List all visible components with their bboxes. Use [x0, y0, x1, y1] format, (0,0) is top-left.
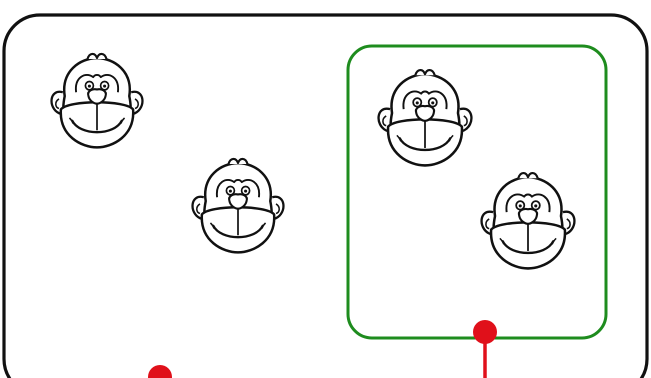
monkey-face-icon — [482, 173, 575, 268]
monkey-face-icon — [379, 70, 472, 165]
monkey-face-icon — [193, 159, 284, 252]
inner-set-connector-dot — [473, 320, 497, 344]
monkey-face-icon — [52, 54, 143, 147]
inner-set-border — [348, 46, 606, 338]
outer-set-connector-dot — [148, 365, 172, 378]
